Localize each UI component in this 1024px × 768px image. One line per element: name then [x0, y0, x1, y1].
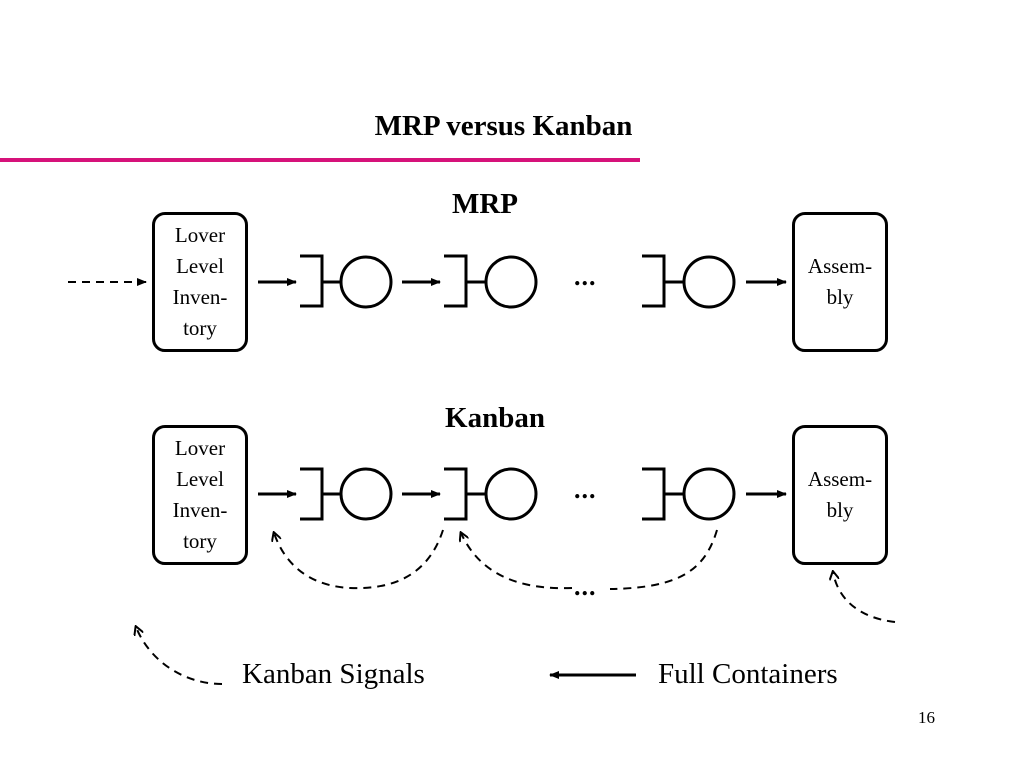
legend-kanban-signals-label: Kanban Signals — [242, 658, 425, 690]
box-line: Level — [176, 467, 224, 491]
kanban-lower-level-inventory-box: Lover Level Inven- tory — [152, 425, 248, 565]
kanban-signal-curve-1 — [274, 529, 444, 590]
mrp-workstation-1 — [300, 254, 393, 309]
box-line: bly — [826, 285, 854, 309]
kanban-signal-ellipsis: ... — [574, 572, 597, 601]
box-line: Lover — [174, 436, 226, 460]
page-number: 16 — [918, 708, 935, 727]
mrp-assembly-box: Assem- bly — [792, 212, 888, 352]
legend-full-containers-label: Full Containers — [658, 658, 838, 690]
mrp-workstation-2 — [444, 254, 538, 309]
legend-dashed-arrow — [136, 627, 223, 685]
kanban-title: Kanban — [445, 402, 545, 434]
box-line: Inven- — [172, 498, 228, 522]
mrp-title: MRP — [451, 188, 519, 220]
slide-title: MRP versus Kanban — [374, 110, 633, 142]
box-line: Assem- — [807, 254, 873, 278]
kanban-workstation-1 — [300, 467, 393, 521]
box-line: Assem- — [807, 467, 873, 491]
box-line: bly — [826, 498, 854, 522]
box-line: tory — [183, 316, 217, 340]
mrp-workstation-3 — [642, 254, 736, 309]
kanban-assembly-box: Assem- bly — [792, 425, 888, 565]
kanban-workstation-3 — [642, 467, 736, 521]
box-line: tory — [183, 529, 217, 553]
kanban-ellipsis: ... — [574, 475, 597, 504]
kanban-signal-curve-3 — [609, 529, 718, 590]
kanban-signal-curve-2 — [461, 533, 573, 590]
kanban-signal-curve-assembly — [833, 572, 896, 623]
title-underline — [0, 158, 640, 162]
mrp-ellipsis: ... — [574, 262, 597, 291]
box-line: Lover — [174, 223, 226, 247]
box-line: Level — [176, 254, 224, 278]
mrp-lower-level-inventory-box: Lover Level Inven- tory — [152, 212, 248, 352]
box-line: Inven- — [172, 285, 228, 309]
kanban-workstation-2 — [444, 467, 538, 521]
